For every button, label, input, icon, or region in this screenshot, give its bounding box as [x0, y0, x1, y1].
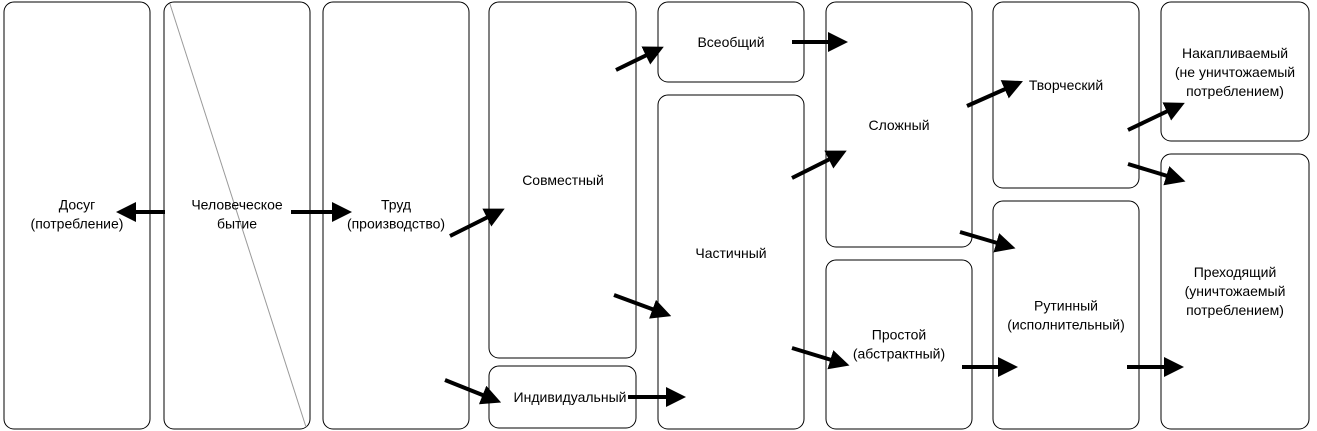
arrow-slozhny-to-tvorcheskiy [966, 80, 1023, 108]
arrow-trud-to-individual [444, 378, 502, 405]
node-label-line: потреблением) [1186, 302, 1284, 318]
node-box-tvorcheskiy [992, 1, 1140, 189]
arrow-trud-to-sovmestny [449, 208, 505, 238]
node-box-nakaplivaemy [1160, 1, 1310, 142]
node-box-prostoy [825, 259, 973, 430]
node-label-vseobshiy: Всеобщий [697, 34, 764, 50]
node-label-line: (абстрактный) [853, 346, 945, 362]
node-label-line: Простой [872, 327, 927, 343]
node-label-line: Накапливаемый [1182, 45, 1288, 61]
arrow-chastichny-to-prostoy [791, 346, 850, 370]
node-box-sovmestny [488, 1, 637, 359]
node-box-dosug [3, 1, 151, 430]
node-box-chastichny [657, 94, 805, 430]
arrow-tvorcheskiy-to-prehodyashiy [1127, 162, 1186, 186]
node-label-line: бытие [217, 216, 257, 232]
node-label-rutinny: Рутинный (исполнительный) [1007, 298, 1125, 333]
node-label-line: Частичный [695, 245, 766, 261]
node-label-line: Досуг [59, 197, 96, 213]
node-label-prehodyashiy: Преходящий (уничтожаемый потреблением) [1185, 264, 1286, 318]
arrow-chastichny-to-slozhny [791, 150, 847, 180]
diagonal-divider-line [169, 3, 307, 428]
node-label-line: Совместный [522, 172, 604, 188]
node-box-trud [322, 1, 470, 430]
node-label-line: (уничтожаемый [1185, 283, 1286, 299]
node-label-prostoy: Простой (абстрактный) [853, 327, 945, 362]
node-label-tvorcheskiy: Творческий [1029, 77, 1103, 93]
arrow-slozhny-to-rutinny [959, 230, 1016, 253]
node-label-line: (не уничтожаемый [1175, 64, 1295, 80]
node-label-line: Человеческое [191, 197, 283, 213]
node-label-sovmestny: Совместный [522, 172, 604, 188]
arrow-tvorcheskiy-to-nakaplivaemy [1127, 102, 1185, 132]
node-label-line: потреблением) [1186, 83, 1284, 99]
node-label-individual: Индивидуальный [514, 389, 627, 405]
node-label-bytie: Человеческое бытие [191, 197, 283, 232]
node-label-nakaplivaemy: Накапливаемый (не уничтожаемый потребление… [1175, 45, 1295, 99]
arrow-sovmestny-to-chastichny [613, 293, 672, 319]
node-label-line: Всеобщий [697, 34, 764, 50]
node-label-line: Творческий [1029, 77, 1103, 93]
node-label-line: Рутинный [1034, 298, 1098, 314]
node-label-line: (потребление) [31, 216, 124, 232]
node-label-line: Преходящий [1194, 264, 1277, 280]
node-label-chastichny: Частичный [695, 245, 766, 261]
arrow-sovmestny-to-vseobshiy [615, 46, 664, 72]
node-box-bytie [163, 1, 311, 430]
node-box-prehodyashiy [1160, 153, 1310, 430]
node-label-line: (исполнительный) [1007, 317, 1125, 333]
node-label-line: Индивидуальный [514, 389, 627, 405]
node-box-rutinny [992, 200, 1140, 430]
node-box-slozhny [825, 1, 973, 248]
node-label-dosug: Досуг (потребление) [31, 197, 124, 232]
node-label-line: Сложный [868, 117, 929, 133]
node-label-slozhny: Сложный [868, 117, 929, 133]
node-label-line: (производство) [347, 216, 445, 232]
node-label-line: Труд [381, 197, 411, 213]
node-label-trud: Труд (производство) [347, 197, 445, 232]
